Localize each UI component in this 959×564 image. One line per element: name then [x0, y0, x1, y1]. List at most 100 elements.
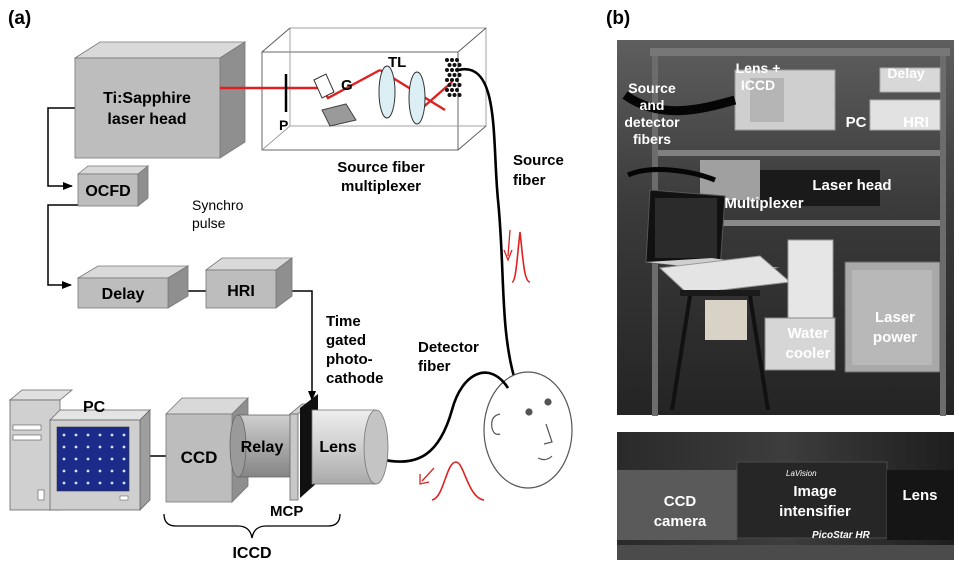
ocfd-label: OCFD: [85, 183, 130, 200]
ocfd-to-delay-arrow: [47, 204, 98, 289]
fiber-dot: [457, 83, 462, 87]
synchro-label-1: Synchro: [192, 197, 244, 213]
grating-upper: [313, 73, 335, 99]
laser-head-box: Ti:Sapphire laser head: [73, 41, 247, 159]
synchro-label-2: pulse: [192, 215, 226, 231]
panel-b-tag: (b): [606, 8, 630, 29]
detector-fiber-cable: [375, 371, 510, 463]
fiber-dot: [452, 63, 457, 67]
fiber-dot: [455, 78, 459, 82]
detector-pulse-shape: [431, 461, 485, 501]
fiber-dot: [445, 58, 449, 62]
detector-fiber-label-1: Detector: [418, 339, 479, 356]
photo-label-water-1: Water: [787, 325, 828, 342]
screen-dot: [122, 445, 126, 449]
polarizer-label: P: [279, 117, 288, 133]
photo-label-hri: HRI: [903, 114, 929, 131]
fiber-dot: [457, 93, 462, 97]
screen-dot: [122, 481, 126, 485]
screen-dot: [86, 457, 90, 461]
ocfd-box: OCFD: [76, 165, 150, 207]
multiplexer-label-1: Source fiber: [337, 159, 425, 176]
detector-pulse-arrow: [421, 467, 435, 482]
source-fiber-label-2: fiber: [513, 172, 546, 189]
multiplexer-label-2: multiplexer: [341, 178, 421, 195]
screen-dot: [74, 445, 78, 449]
pc-screen: [56, 426, 130, 492]
iccd-brace: [163, 513, 341, 539]
mcp-plate: [289, 413, 299, 501]
panel-b: (b): [606, 8, 954, 560]
laser-beam-3: [419, 81, 453, 111]
tl-label: TL: [388, 54, 406, 71]
screen-dot: [86, 433, 90, 437]
laser-to-ocfd-arrow: [47, 107, 75, 190]
head: [483, 371, 573, 489]
source-pulse-arrow: [507, 229, 511, 257]
lens-label: Lens: [319, 439, 356, 456]
photo-label-water-2: cooler: [785, 345, 830, 362]
fiber-dot: [452, 73, 457, 77]
screen-dot: [74, 481, 78, 485]
panel-a: (a) Ti:Sapphire laser head OCFD Synchro …: [8, 8, 573, 562]
fiber-dot: [445, 78, 449, 82]
fiber-dot: [447, 83, 452, 87]
screen-dot: [110, 433, 114, 437]
photocathode-label-1: Time: [326, 313, 361, 330]
screen-dot: [74, 457, 78, 461]
iccd-label: ICCD: [232, 545, 271, 562]
photo-label-multiplexer: Multiplexer: [724, 195, 803, 212]
photo-label-lens-iccd-1: Lens +: [736, 60, 781, 76]
fiber-dot: [450, 78, 454, 82]
multiplexer-box: [261, 27, 487, 151]
fiber-dot: [450, 58, 454, 62]
laser-head-label-2: laser head: [107, 111, 186, 128]
fiber-dot: [450, 88, 454, 92]
delay-label: Delay: [102, 286, 145, 303]
multiplexer-back-face: [289, 27, 487, 127]
photocathode-label-2: gated: [326, 332, 366, 349]
pc-label: PC: [83, 399, 106, 416]
photocathode-label-4: cathode: [326, 370, 384, 387]
screen-dot: [74, 433, 78, 437]
lens-2: [408, 71, 426, 125]
source-pulse-shape: [511, 231, 531, 283]
fiber-dot: [457, 73, 462, 77]
screen-dot: [122, 469, 126, 473]
screen-dot: [110, 457, 114, 461]
multiplexer-front-face: [261, 51, 459, 151]
fiber-dot: [452, 83, 457, 87]
ccd-label: CCD: [181, 448, 218, 467]
photocathode-label-3: photo-: [326, 351, 373, 368]
fiber-dot: [457, 63, 462, 67]
photo-label-laser-power-1: Laser: [875, 309, 915, 326]
source-fiber-label-1: Source: [513, 152, 564, 169]
fiber-dot: [450, 68, 454, 72]
fiber-dot: [447, 93, 452, 97]
product-label: PicoStar HR: [812, 530, 871, 541]
relay-cylinder: Relay: [229, 414, 297, 478]
photo-label-lens-iccd-2: ICCD: [741, 77, 775, 93]
photo-label-source-4: fibers: [633, 131, 671, 147]
photo-label-source-3: detector: [624, 114, 680, 130]
lens-photo-label: Lens: [902, 487, 937, 504]
photo-label-source-1: Source: [628, 80, 676, 96]
ccd-camera-label-2: camera: [654, 513, 707, 530]
fiber-dot: [445, 88, 449, 92]
grating-lower: [321, 103, 357, 127]
screen-image-dots: [62, 433, 126, 485]
screen-dot: [86, 469, 90, 473]
lens-cylinder: Lens: [311, 409, 389, 485]
screen-dot: [98, 445, 102, 449]
laser-head-label-1: Ti:Sapphire: [103, 90, 191, 107]
fiber-dot: [447, 73, 452, 77]
detector-fiber-label-2: fiber: [418, 358, 451, 375]
screen-dot: [122, 457, 126, 461]
panel-a-tag: (a): [8, 8, 31, 29]
screen-dot: [62, 469, 66, 473]
bottom-photo: LaVision PicoStar HR CCD camera Image in…: [617, 432, 954, 560]
screen-dot: [98, 469, 102, 473]
screen-dot: [98, 433, 102, 437]
fiber-dot: [447, 63, 452, 67]
